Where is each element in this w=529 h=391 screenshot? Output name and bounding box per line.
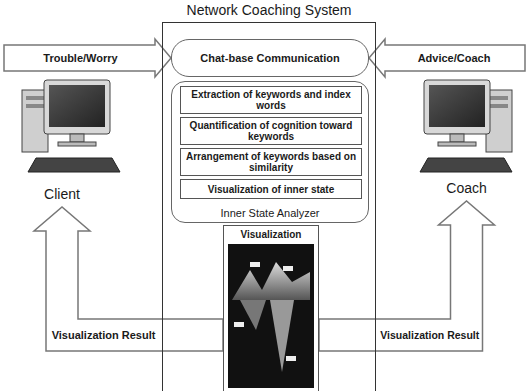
arrow-label: Visualization Result xyxy=(380,329,479,341)
system-title: Network Coaching System xyxy=(123,2,415,18)
analyzer-box: Inner State Analyzer Extraction of keywor… xyxy=(171,81,369,223)
visualization-panel: Visualization xyxy=(223,225,319,391)
process-box: Visualization of inner state xyxy=(180,179,362,199)
coach-computer xyxy=(420,80,512,172)
process-box: Extraction of keywords and index words xyxy=(180,86,362,114)
visualization-label: Visualization xyxy=(224,229,318,240)
block-arrow xyxy=(4,39,171,77)
chat-band: Chat-base Communication xyxy=(171,39,369,77)
coach-terminal: Coach xyxy=(408,48,525,198)
band-label: Chat-base Communication xyxy=(200,52,339,64)
process-label: Visualization of inner state xyxy=(208,184,335,195)
block-arrow xyxy=(34,207,223,351)
process-label: Extraction of keywords and index words xyxy=(185,89,357,111)
process-box: Arrangement of keywords based on similar… xyxy=(180,148,362,176)
visualization-image xyxy=(228,244,314,388)
system-box: Network Coaching SystemChat-base Communi… xyxy=(162,22,376,391)
arrow-label: Visualization Result xyxy=(52,329,156,341)
block-arrow xyxy=(319,201,495,351)
process-label: Arrangement of keywords based on similar… xyxy=(185,151,357,173)
process-box: Quantification of cognition toward keywo… xyxy=(180,117,362,145)
arrow-label: Advice/Coach xyxy=(418,52,491,64)
terminal-label: Client xyxy=(4,186,120,202)
block-arrow xyxy=(369,39,525,77)
terminal-label: Coach xyxy=(408,180,525,196)
process-label: Quantification of cognition toward keywo… xyxy=(185,120,357,142)
analyzer-label: Inner State Analyzer xyxy=(172,207,368,219)
client-terminal: Client xyxy=(4,48,120,204)
client-computer xyxy=(22,80,120,172)
arrow-label: Trouble/Worry xyxy=(43,52,117,64)
